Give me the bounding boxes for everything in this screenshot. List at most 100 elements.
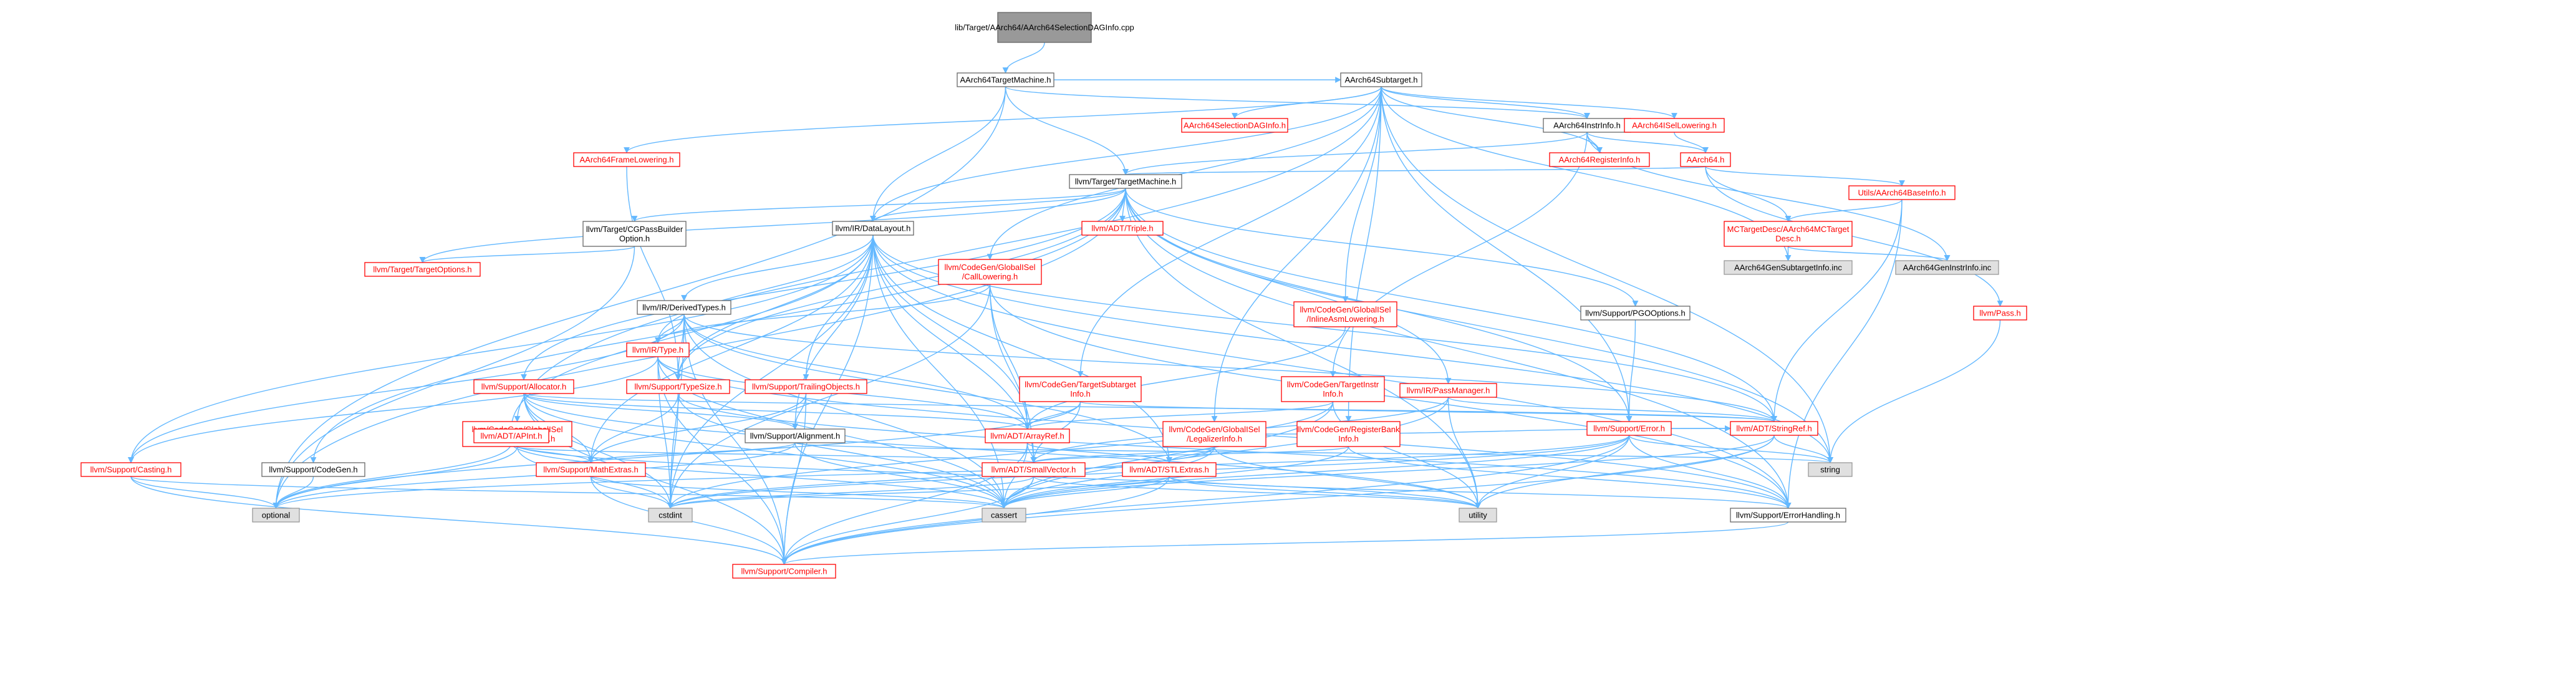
edge-cgpass-to-optional — [273, 246, 635, 509]
node-label-targetoptions: llvm/Target/TargetOptions.h — [373, 265, 471, 274]
edge-subtarget-to-legalizer — [1211, 86, 1382, 422]
node-cassert: cassert — [982, 508, 1026, 523]
node-box-root — [997, 12, 1092, 43]
node-box-arrayref — [985, 428, 1070, 443]
node-isel[interactable]: AArch64ISelLowering.h — [1624, 118, 1725, 133]
node-typesize[interactable]: llvm/Support/TypeSize.h — [626, 379, 730, 394]
edge-targetinstr-to-utility — [1332, 401, 1481, 509]
node-label-framelow: AArch64FrameLowering.h — [579, 155, 673, 165]
node-target_tm[interactable]: llvm/Target/TargetMachine.h — [1069, 174, 1182, 189]
edge-legalizer-to-utility — [1213, 446, 1481, 509]
edge-subtarget-to-reginfo — [1381, 86, 1603, 153]
edge-aarch64h-to-target_tm — [1123, 166, 1706, 175]
node-errorhandling[interactable]: llvm/Support/ErrorHandling.h — [1730, 508, 1846, 523]
node-legalizer[interactable]: llvm/CodeGen/GlobalISel/LegalizerInfo.h — [1162, 421, 1266, 447]
node-targetoptions[interactable]: llvm/Target/TargetOptions.h — [364, 262, 481, 277]
node-label-legalizer: /LegalizerInfo.h — [1187, 434, 1242, 443]
node-box-passmanager — [1399, 383, 1497, 398]
edge-target_tm-to-codegen — [310, 188, 1126, 463]
edge-irtype-to-compiler — [657, 356, 788, 565]
node-label-baseinfo: Utils/AArch64BaseInfo.h — [1858, 188, 1946, 198]
node-codegen[interactable]: llvm/Support/CodeGen.h — [261, 462, 365, 477]
node-triple[interactable]: llvm/ADT/Triple.h — [1081, 221, 1164, 236]
node-box-irtype — [626, 342, 690, 357]
node-smallvector[interactable]: llvm/ADT/SmallVector.h — [982, 462, 1086, 477]
node-label-error: llvm/Support/Error.h — [1593, 424, 1665, 433]
node-irtype[interactable]: llvm/IR/Type.h — [626, 342, 690, 357]
edge-allocator-to-utility — [523, 393, 1481, 509]
node-box-cassert — [982, 508, 1026, 523]
node-aarch64h[interactable]: AArch64.h — [1680, 152, 1731, 167]
node-alignment[interactable]: llvm/Support/Alignment.h — [745, 428, 846, 443]
node-casting[interactable]: llvm/Support/Casting.h — [80, 462, 181, 477]
node-label-utility: utility — [1469, 511, 1487, 520]
node-box-sdaginfo — [1181, 118, 1288, 133]
node-subtarget[interactable]: AArch64Subtarget.h — [1340, 72, 1422, 87]
edge-regbank-to-cassert — [1001, 446, 1349, 509]
node-box-codegen — [261, 462, 365, 477]
node-mathextras[interactable]: llvm/Support/MathExtras.h — [536, 462, 646, 477]
node-pgooptions[interactable]: llvm/Support/PGOOptions.h — [1580, 306, 1691, 321]
node-box-regbank — [1296, 421, 1401, 447]
edge-baseinfo-to-errorhandling — [1785, 199, 1903, 509]
node-box-cstdint — [648, 508, 693, 523]
edge-stringref-to-utility — [1475, 435, 1775, 509]
node-label-tm_h: AArch64TargetMachine.h — [960, 75, 1051, 85]
node-label-legalizer: llvm/CodeGen/GlobalISel — [1169, 425, 1260, 434]
file-nodes: lib/Target/AArch64/AArch64SelectionDAGIn… — [80, 12, 2027, 579]
edge-baseinfo-to-mctargetdesc — [1785, 199, 1903, 222]
edge-target_tm-to-pgooptions — [1125, 188, 1639, 307]
edge-derivedtypes-to-arrayref — [683, 314, 1031, 430]
node-allocator[interactable]: llvm/Support/Allocator.h — [473, 379, 574, 394]
node-box-targetoptions — [364, 262, 481, 277]
node-sdaginfo[interactable]: AArch64SelectionDAGInfo.h — [1181, 118, 1288, 133]
node-error[interactable]: llvm/Support/Error.h — [1586, 421, 1672, 436]
node-baseinfo[interactable]: Utils/AArch64BaseInfo.h — [1848, 185, 1956, 200]
node-compiler[interactable]: llvm/Support/Compiler.h — [732, 564, 836, 579]
node-label-root: lib/Target/AArch64/AArch64SelectionDAGIn… — [955, 23, 1134, 32]
node-passmanager[interactable]: llvm/IR/PassManager.h — [1399, 383, 1497, 398]
edge-alignment-to-mathextras — [587, 442, 796, 463]
node-reginfo[interactable]: AArch64RegisterInfo.h — [1549, 152, 1650, 167]
node-label-irtype: llvm/IR/Type.h — [632, 345, 683, 355]
node-box-typesize — [626, 379, 730, 394]
node-derivedtypes[interactable]: llvm/IR/DerivedTypes.h — [637, 300, 731, 315]
edge-smallvector-to-utility — [1033, 476, 1481, 509]
node-arrayref[interactable]: llvm/ADT/ArrayRef.h — [985, 428, 1070, 443]
node-trailingobj[interactable]: llvm/Support/TrailingObjects.h — [745, 379, 867, 394]
edge-calllowering-to-cstdint — [667, 284, 991, 509]
node-tm_h[interactable]: AArch64TargetMachine.h — [957, 72, 1054, 87]
edge-allocator-to-cassert — [523, 393, 1007, 509]
edge-instrinfo-to-aarch64h — [1586, 132, 1709, 153]
node-apint[interactable]: llvm/ADT/APInt.h — [473, 428, 549, 443]
node-pass[interactable]: llvm/Pass.h — [1973, 306, 2027, 321]
node-label-gensubtarget: AArch64GenSubtargetInfo.inc — [1734, 263, 1842, 273]
node-label-apint: llvm/ADT/APInt.h — [481, 432, 543, 441]
edge-target_tm-to-string — [1125, 188, 1833, 463]
edge-aarch64h-to-baseinfo — [1705, 166, 1905, 186]
node-framelow[interactable]: AArch64FrameLowering.h — [573, 152, 680, 167]
node-root: lib/Target/AArch64/AArch64SelectionDAGIn… — [955, 12, 1134, 43]
node-box-pass — [1973, 306, 2027, 321]
edge-apint-to-optional — [273, 442, 512, 509]
node-label-mathextras: llvm/Support/MathExtras.h — [543, 465, 638, 475]
node-stlextras[interactable]: llvm/ADT/STLExtras.h — [1122, 462, 1217, 477]
node-inlineasm[interactable]: llvm/CodeGen/GlobalISel/InlineAsmLowerin… — [1293, 301, 1397, 327]
node-instrinfo[interactable]: AArch64InstrInfo.h — [1543, 118, 1631, 133]
node-calllowering[interactable]: llvm/CodeGen/GlobalISel/CallLowering.h — [938, 259, 1042, 285]
node-label-mctargetdesc: MCTargetDesc/AArch64MCTarget — [1727, 225, 1850, 234]
node-label-regbank: llvm/CodeGen/RegisterBank — [1297, 425, 1400, 434]
edge-alignment-to-cassert — [794, 442, 1007, 509]
node-datalayout[interactable]: llvm/IR/DataLayout.h — [832, 221, 914, 236]
edge-trailingobj-to-compiler — [781, 393, 807, 565]
edge-allocator-to-arrayref — [523, 393, 1031, 430]
edge-datalayout-to-casting — [128, 234, 874, 463]
node-stringref[interactable]: llvm/ADT/StringRef.h — [1730, 421, 1818, 436]
edge-stlextras-to-compiler — [781, 476, 1170, 565]
